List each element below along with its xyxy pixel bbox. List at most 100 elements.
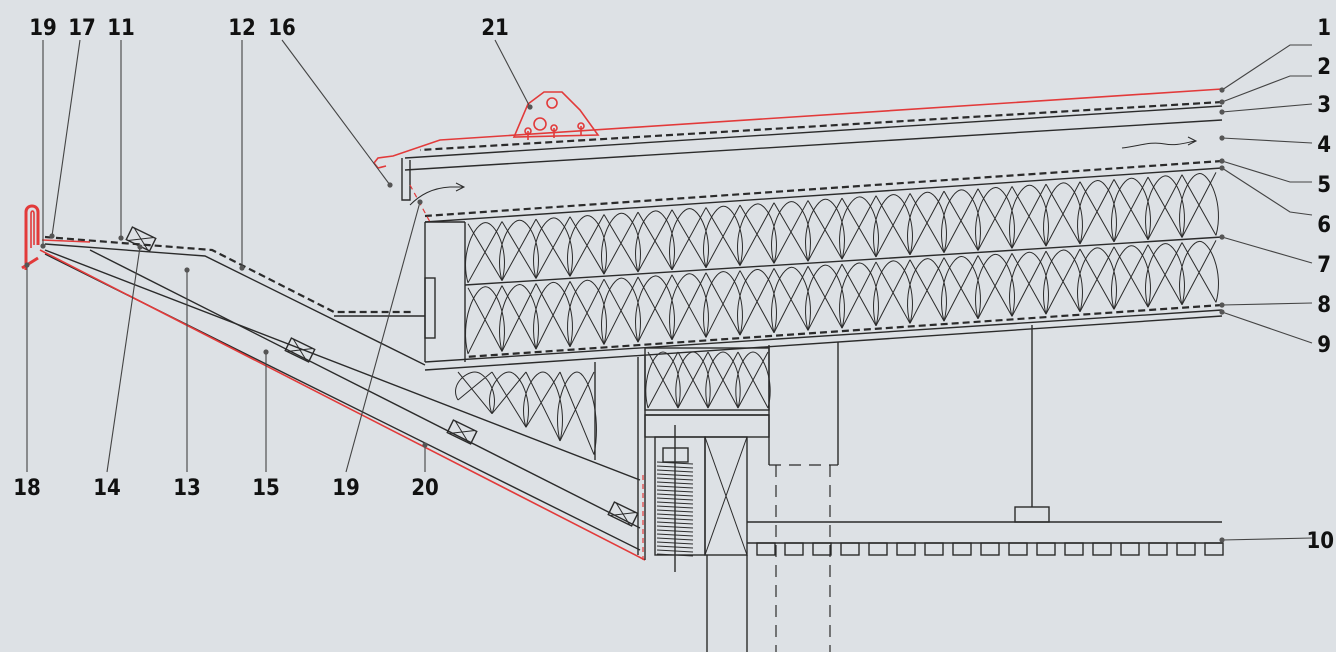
insulation-top-line: [424, 167, 1223, 223]
wool-cell: [669, 207, 709, 271]
wool-cell: [873, 259, 913, 326]
label-right-1: 1: [1317, 16, 1331, 41]
wool-cell: [941, 255, 981, 322]
callout-labels: 19 17 11 12 16 21 1 2 3 4 5 6 7 8 9 10 1…: [13, 16, 1334, 554]
eave-overhang: [21, 184, 646, 561]
wool-cell: [1145, 242, 1185, 308]
wool-cell: [523, 371, 563, 442]
insulation-wool-pattern: [465, 172, 1219, 355]
ceiling-batten: [840, 542, 860, 556]
ceiling-batten: [1092, 542, 1112, 556]
ceiling-batten: [1148, 542, 1168, 556]
label-right-8: 8: [1317, 293, 1331, 318]
ceiling-batten: [1120, 542, 1140, 556]
lower-insulation-pattern: [455, 371, 597, 455]
upper-flashing-inner: [44, 243, 426, 366]
ceiling-batten: [952, 542, 972, 556]
label-right-2: 2: [1317, 55, 1331, 80]
ceiling-batten: [1008, 542, 1028, 556]
label-right-10: 10: [1306, 529, 1334, 554]
wool-cell: [805, 197, 845, 262]
label-top-4: 12: [228, 16, 256, 41]
wool-cell: [735, 351, 771, 409]
ceiling-batten: [784, 542, 804, 556]
eave-red-strip: [41, 239, 91, 243]
wool-cell: [489, 371, 529, 428]
wall-plate-lower: [644, 414, 770, 438]
wool-cell: [737, 202, 777, 266]
wool-cell: [1009, 250, 1049, 317]
wool-cell: [675, 351, 711, 409]
label-top-1: 19: [29, 16, 57, 41]
wool-cell: [1111, 176, 1151, 243]
ceiling-batten: [980, 542, 1000, 556]
wool-cell: [601, 276, 641, 345]
wool-cell: [941, 188, 981, 253]
edge-strip: [424, 277, 436, 339]
insulation-mid-line: [464, 236, 1223, 286]
upper-flashing: [44, 235, 412, 314]
roof-buildup: [372, 88, 1223, 371]
wool-cell: [567, 278, 607, 348]
label-right-5: 5: [1317, 173, 1331, 198]
wool-cell: [805, 263, 845, 331]
soffit-covering-red: [39, 249, 646, 561]
ceiling-batten: [812, 542, 832, 556]
wool-cell: [1077, 246, 1117, 312]
boarding-bottom-line: [404, 119, 1223, 171]
membrane-line: [424, 159, 1223, 218]
label-bottom-4: 15: [252, 476, 280, 501]
wool-cell: [1111, 244, 1151, 310]
wool-cell: [1043, 181, 1083, 247]
wool-cell: [669, 272, 709, 341]
ceiling-batten: [756, 542, 776, 556]
label-top-6: 21: [481, 16, 509, 41]
ceiling-batten: [1204, 542, 1224, 556]
wool-cell: [635, 209, 675, 273]
batten-boxes: [125, 226, 639, 527]
eave-board-edge: [401, 158, 411, 201]
wool-cell: [1179, 172, 1219, 238]
airflow-arrow-icon: [409, 182, 466, 206]
label-right-3: 3: [1317, 93, 1331, 118]
wool-cell: [839, 261, 879, 329]
wool-cell: [975, 253, 1015, 319]
label-right-4: 4: [1317, 133, 1331, 158]
label-right-6: 6: [1317, 213, 1331, 238]
ceiling-batten: [1064, 542, 1084, 556]
label-bottom-2: 14: [93, 476, 121, 501]
wool-cell: [533, 281, 573, 350]
label-bottom-1: 18: [13, 476, 41, 501]
eave-cap-red: [21, 204, 40, 270]
wool-cell: [645, 351, 681, 409]
label-top-5: 16: [268, 16, 296, 41]
wall-insulation-pattern: [645, 351, 771, 409]
wool-cell: [499, 283, 539, 352]
wall-structure: [637, 325, 1224, 652]
boarding-top-line: [404, 105, 1223, 159]
wool-cell: [465, 285, 505, 355]
label-right-9: 9: [1317, 333, 1331, 358]
leader-lines: [24, 39, 1313, 543]
wool-cell: [907, 190, 947, 256]
wool-cell: [975, 186, 1015, 251]
label-top-3: 11: [107, 16, 135, 41]
roof-covering-line: [372, 88, 1223, 169]
label-bottom-5: 19: [332, 476, 360, 501]
wool-cell: [557, 371, 597, 455]
ceiling-batten: [924, 542, 944, 556]
wool-cell: [465, 221, 505, 284]
wool-cell: [635, 274, 675, 343]
wool-cell: [703, 270, 743, 338]
rafter-top: [44, 249, 641, 481]
wool-cell: [703, 204, 743, 268]
timber-post-cross: [704, 436, 748, 556]
wool-cell: [907, 257, 947, 324]
vapour-barrier-line: [464, 303, 1223, 359]
deck-top-line: [424, 309, 1223, 363]
eave-cap-inner: [30, 210, 35, 248]
label-bottom-6: 20: [411, 476, 439, 501]
wool-cell: [533, 216, 573, 279]
wool-cell: [771, 200, 811, 264]
